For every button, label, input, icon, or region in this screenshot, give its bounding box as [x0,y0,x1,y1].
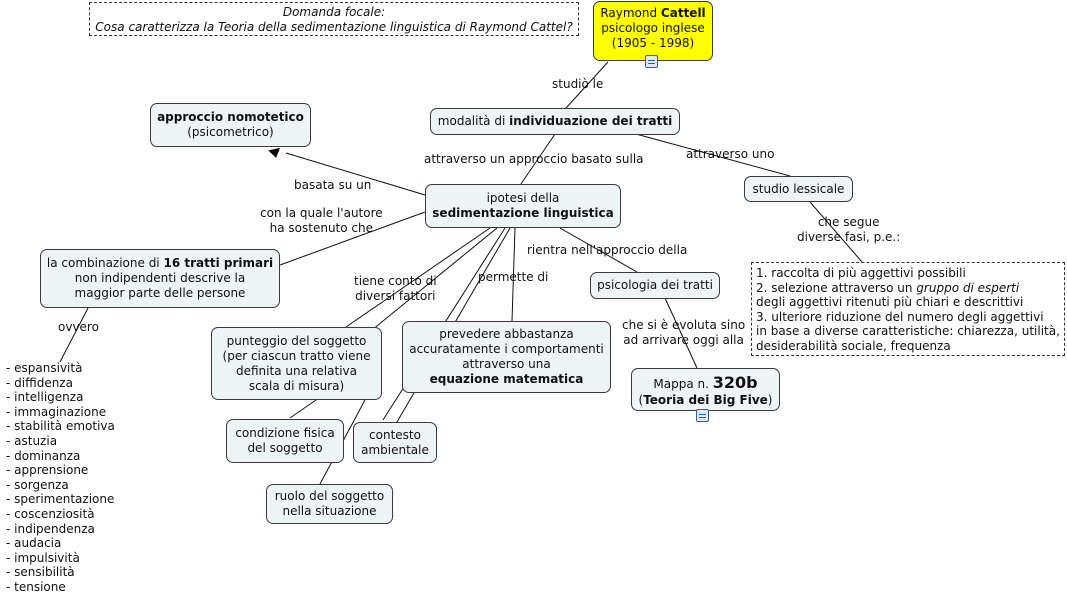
fase-2-cont: degli aggettivi ritenuti più chiari e de… [756,295,1024,309]
link-label-attraverso-approccio: attraverso un approccio basato sulla [424,152,644,166]
fase-3-cont: in base a diverse caratteristiche: chiar… [756,324,1060,338]
node-condizione-fisica[interactable]: condizione fisica del soggetto [226,419,344,463]
list-item: - immaginazione [6,404,107,419]
link-label-permette-di: permette di [478,270,549,284]
focal-question-title: Domanda focale: [282,5,386,19]
root-name: Raymond Cattell [600,5,706,20]
root-node-raymond-cattell[interactable]: Raymond Cattell psicologo inglese (1905 … [593,1,713,61]
list-item: - audacia [6,536,62,551]
tratti-list: - espansività - diffidenza - intelligenz… [6,361,115,595]
node-studio-lessicale[interactable]: studio lessicale [744,176,853,202]
list-item: - intelligenza [6,390,84,405]
node-approccio-nomotetico[interactable]: approccio nomotetico (psicometrico) [150,103,311,147]
focal-question-box: Domanda focale: Cosa caratterizza la Teo… [89,2,579,36]
node-psicologia-tratti[interactable]: psicologia dei tratti [590,272,720,299]
root-subtitle: psicologo inglese [601,20,705,35]
list-item: - sperimentazione [6,492,115,507]
list-item: - impulsività [6,550,80,565]
list-item: - apprensione [6,463,89,478]
node-contesto-ambientale[interactable]: contesto ambientale [353,422,437,463]
node-punteggio-soggetto[interactable]: punteggio del soggetto (per ciascun trat… [211,327,382,400]
root-dates: (1905 - 1998) [611,35,695,50]
list-item: - sorgenza [6,477,69,492]
node-mappa-320b[interactable]: Mappa n. 320b (Teoria dei Big Five) [631,368,780,411]
list-item: - tensione [6,579,66,594]
link-label-che-segue: che segue diverse fasi, p.e.: [797,215,901,244]
list-item: - diffidenza [6,375,73,390]
link-label-rientra: rientra nell'approccio della [527,243,688,257]
link-label-con-la-quale: con la quale l'autore ha sostenuto che [260,206,383,235]
node-ipotesi-sedimentazione[interactable]: ipotesi della sedimentazione linguistica [425,184,621,228]
list-item: - indipendenza [6,521,95,536]
fase-1: 1. raccolta di più aggettivi possibili [756,266,966,280]
link-label-ovvero: ovvero [58,320,99,334]
arrow-head [268,147,281,158]
list-item: - sensibilità [6,565,75,580]
node-ruolo-soggetto[interactable]: ruolo del soggetto nella situazione [266,484,393,524]
link-label-attraverso-uno: attraverso uno [686,147,775,161]
node-combinazione-tratti[interactable]: la combinazione di 16 tratti primari non… [40,249,280,308]
link-label-basata-su-un: basata su un [294,178,372,192]
link-label-tiene-conto: tiene conto di diversi fattori [354,274,437,303]
node-modalita-individuazione[interactable]: modalità di individuazione dei tratti [430,108,680,135]
node-prevedere-comportamenti[interactable]: prevedere abbastanza accuratamente i com… [402,321,611,393]
list-item: - astuzia [6,433,58,448]
list-item: - coscenziosità [6,506,95,521]
fase-2: 2. selezione attraverso un gruppo di esp… [756,280,1020,295]
fase-3-end: desiderabilità sociale, frequenza [756,338,951,353]
focal-question-text: Cosa caratterizza la Teoria della sedime… [95,19,573,34]
list-item: - dominanza [6,448,81,463]
list-item: - stabilità emotiva [6,419,115,434]
list-item: - espansività [6,361,83,375]
link-label-evoluta: che si è evoluta sino ad arrivare oggi a… [622,318,746,347]
fasi-box: 1. raccolta di più aggettivi possibili 2… [751,262,1065,356]
note-icon[interactable] [645,55,658,68]
map-link-icon[interactable] [696,409,709,422]
fase-3: 3. ulteriore riduzione del numero degli … [756,309,1044,324]
link-label-studio-le: studiò le [552,77,604,91]
